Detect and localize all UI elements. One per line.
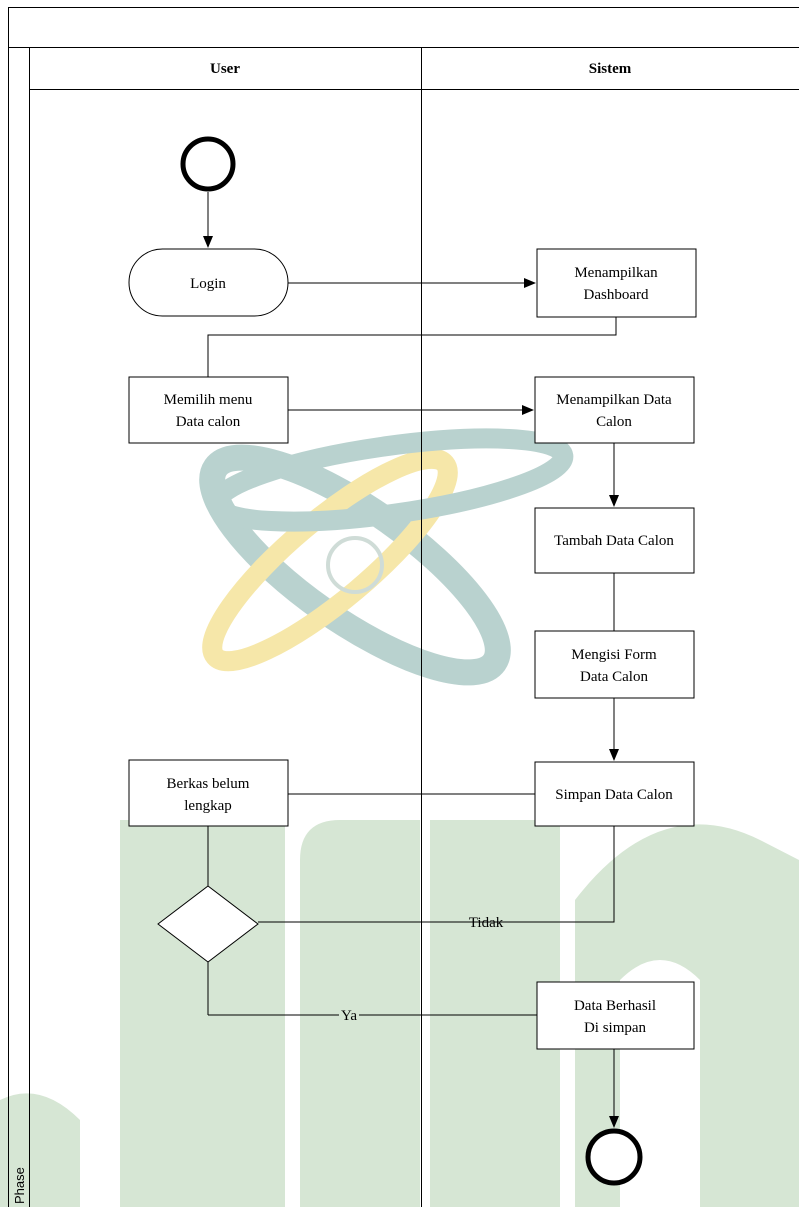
edge-label-tidak: Tidak [469,915,504,931]
action-memilih-menu-line2: Data calon [176,414,241,430]
edge-label-ya: Ya [341,1008,357,1024]
action-menampilkan-dashboard-line1: Menampilkan [574,265,658,281]
action-berkas-line1: Berkas belum [167,776,250,792]
action-login: Login [129,249,288,316]
action-memilih-menu: Memilih menu Data calon [129,377,288,443]
action-tambah-data-calon: Tambah Data Calon [535,508,694,573]
action-berkas-line2: lengkap [184,798,231,814]
action-memilih-menu-line1: Memilih menu [164,392,253,408]
action-tambah-data-calon-label: Tambah Data Calon [554,533,674,549]
action-data-berhasil: Data Berhasil Di simpan [537,982,694,1049]
action-menampilkan-dashboard: Menampilkan Dashboard [537,249,696,317]
phase-label: Phase [12,1167,27,1204]
action-menampilkan-data-calon: Menampilkan Data Calon [535,377,694,443]
action-data-berhasil-line2: Di simpan [584,1020,647,1036]
watermark-atom [184,422,568,708]
lane-header-sistem: Sistem [589,61,632,77]
action-data-berhasil-line1: Data Berhasil [574,998,656,1014]
action-simpan-data-calon: Simpan Data Calon [535,762,694,826]
action-berkas-belum-lengkap: Berkas belum lengkap [129,760,288,826]
action-mengisi-form-line2: Data Calon [580,669,648,685]
action-menampilkan-data-calon-line2: Calon [596,414,632,430]
action-simpan-data-calon-label: Simpan Data Calon [555,787,673,803]
end-node [588,1131,640,1183]
lane-header-user: User [210,61,240,77]
action-mengisi-form: Mengisi Form Data Calon [535,631,694,698]
action-login-label: Login [190,276,226,292]
action-mengisi-form-line1: Mengisi Form [571,647,657,663]
action-menampilkan-dashboard-line2: Dashboard [584,287,649,303]
action-menampilkan-data-calon-line1: Menampilkan Data [556,392,672,408]
start-node [183,139,233,189]
